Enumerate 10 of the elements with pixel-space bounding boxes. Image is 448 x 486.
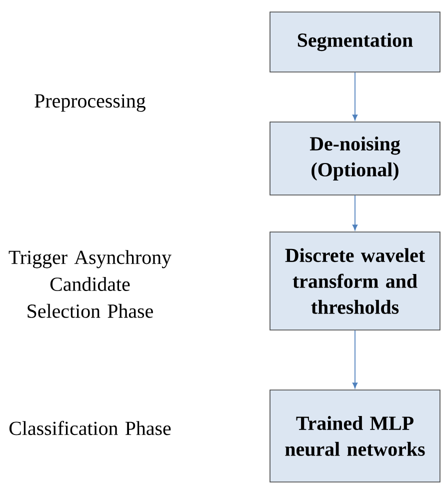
process-box: Segmentation: [270, 12, 440, 72]
phase-label: Trigger Asynchrony Candidate Selection Phase: [8, 250, 172, 318]
arrow: [352, 194, 358, 230]
process-box: De-noising (Optional): [270, 122, 440, 196]
arrow: [352, 330, 358, 388]
process-box: Discrete wavelet transform and thresholds: [270, 232, 440, 330]
arrow: [352, 72, 358, 120]
phase-label: Classification Phase: [9, 420, 171, 436]
process-box: Trained MLP neural networks: [270, 390, 440, 482]
phase-label: Preprocessing: [34, 94, 146, 112]
